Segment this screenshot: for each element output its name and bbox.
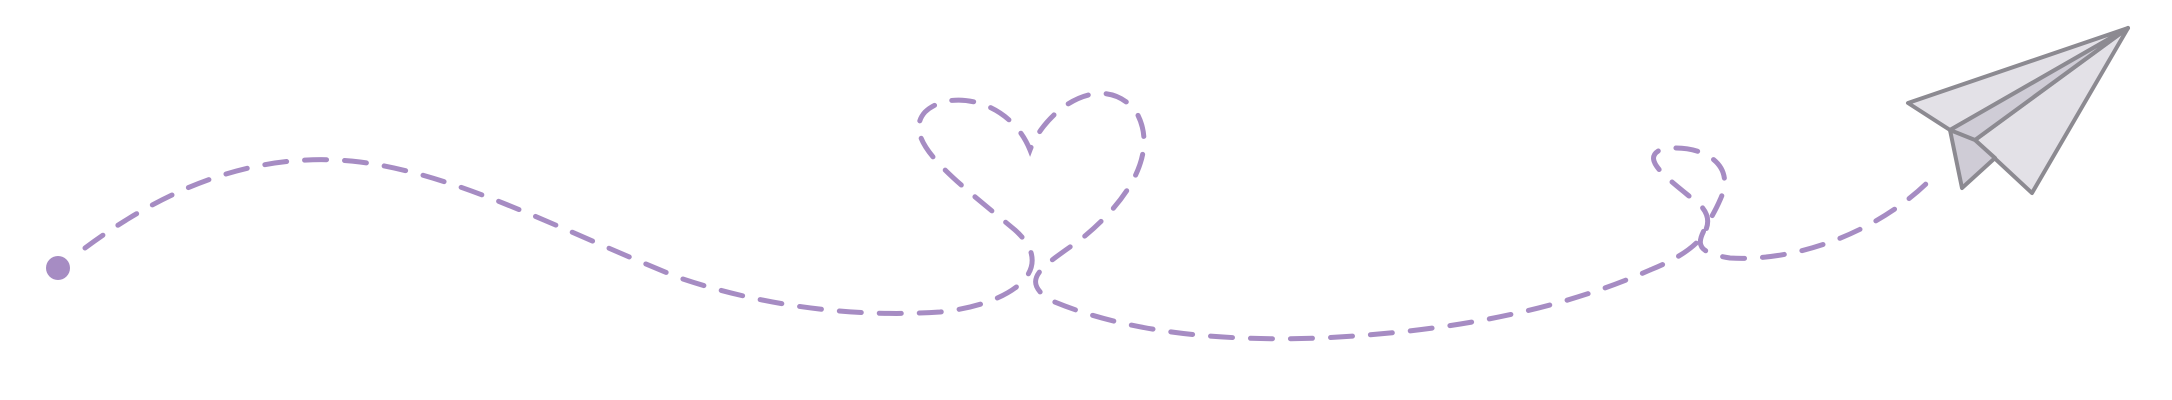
dashed-trail — [82, 90, 1933, 342]
start-dot — [46, 256, 70, 280]
plane-keel — [1948, 128, 1997, 190]
paper-plane-icon — [1906, 26, 2130, 195]
